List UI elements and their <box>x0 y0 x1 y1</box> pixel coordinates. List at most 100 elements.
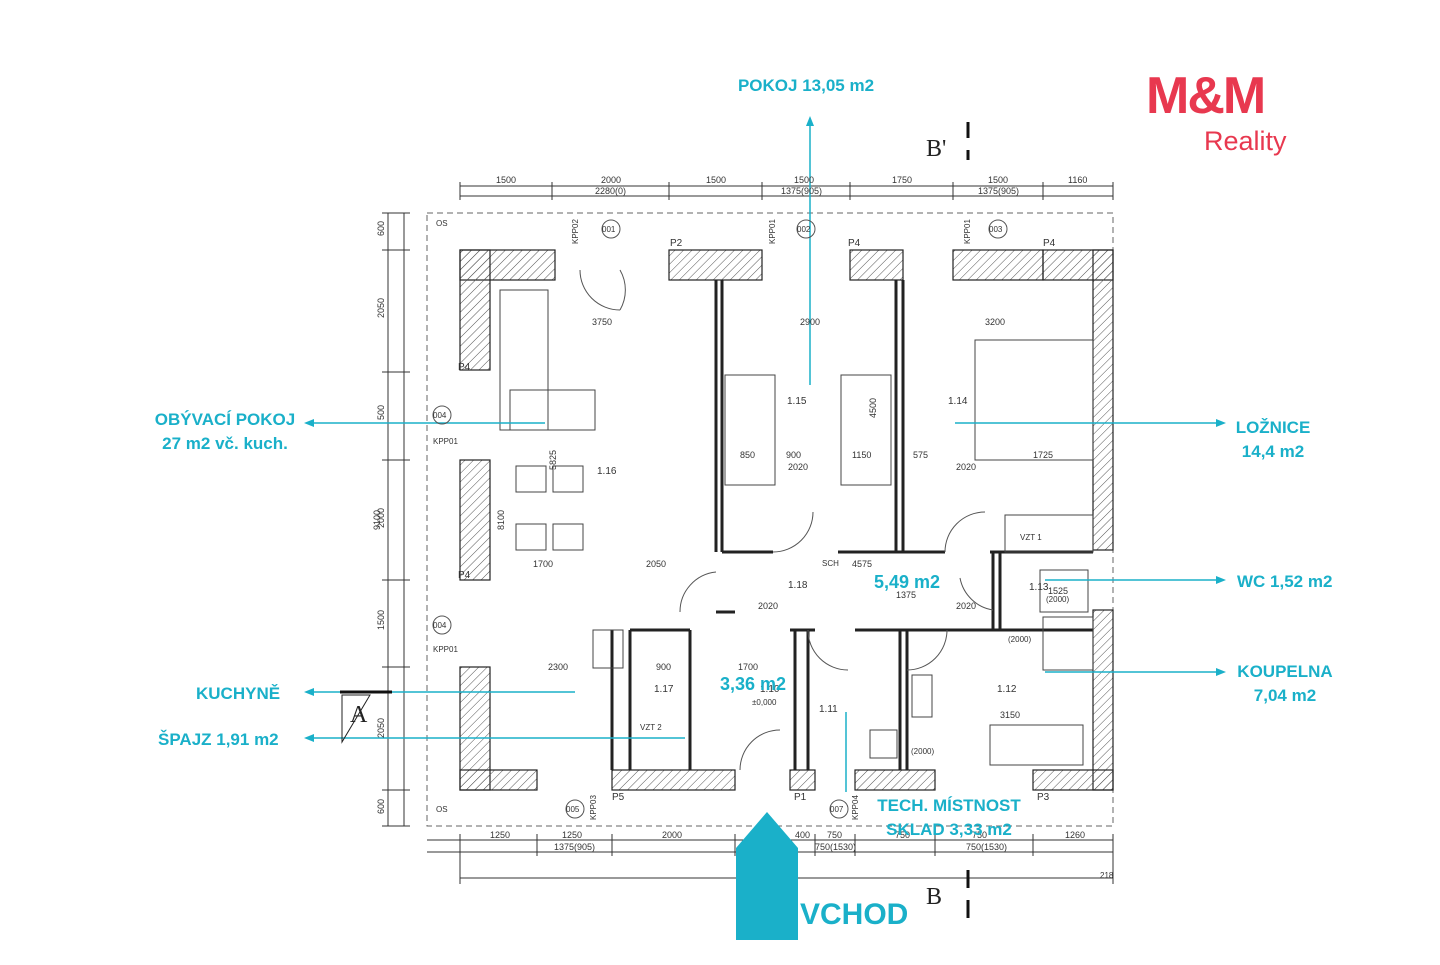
pillar-label: P5 <box>612 792 625 803</box>
interior-dimension: 2900 <box>800 317 820 327</box>
label-obyvaci-pokoj: OBÝVACÍ POKOJ 27 m2 vč. kuch. <box>140 408 310 456</box>
plan-tag: (2000) <box>1046 595 1069 604</box>
room-number: 1.10 <box>760 684 780 695</box>
plot-outline <box>426 212 1114 827</box>
plan-tag: VZT 1 <box>1020 533 1042 542</box>
bottom-dimension: 750 <box>827 830 842 840</box>
label-pokoj: POKOJ 13,05 m2 <box>737 76 875 95</box>
top-dimension: 1750 <box>892 175 912 185</box>
window-tag: 007 <box>830 805 844 814</box>
left-dimension-lines <box>382 212 410 827</box>
top-dimension: 2000 <box>601 175 621 185</box>
label-koupelna-line2: 7,04 m2 <box>1253 686 1317 705</box>
plan-tag: 218 <box>1100 871 1114 880</box>
pillar-label: P4 <box>458 570 471 581</box>
label-loznice: LOŽNICE 14,4 m2 <box>1218 416 1328 464</box>
top-dimension: 1160 <box>1068 175 1087 185</box>
entrance-arrow <box>736 812 798 940</box>
label-spajz: ŠPAJZ 1,91 m2 <box>158 730 279 749</box>
bottom-dimension: 1250 <box>562 830 582 840</box>
left-overall-dimension: 9100 <box>372 510 382 530</box>
section-mark-b-bottom: B <box>926 884 943 910</box>
interior-dimension: 1700 <box>533 559 553 569</box>
door-swings <box>579 269 994 771</box>
label-hall-area: 5,49 m2 <box>874 572 941 592</box>
interior-dimension: 575 <box>913 450 928 460</box>
interior-dimension: 1150 <box>852 450 871 460</box>
interior-dimension: 2020 <box>758 601 778 611</box>
pillar-label: P4 <box>1043 238 1056 249</box>
room-number: 1.18 <box>788 580 808 591</box>
interior-dimension: 1375 <box>896 590 916 600</box>
window-tag: 002 <box>797 225 811 234</box>
label-obyvaci-line2: 27 m2 vč. kuch. <box>162 434 288 453</box>
bottom-dimension: 750 <box>895 830 910 840</box>
plan-tag: ±0,000 <box>752 698 777 707</box>
interior-dimension: 3150 <box>1000 710 1020 720</box>
bottom-dimension-secondary: 1375(905) <box>554 842 595 852</box>
window-tag-circle <box>432 405 452 425</box>
plan-tag: KPP01 <box>433 437 458 446</box>
top-dimension-secondary: 2280(0) <box>595 186 626 196</box>
left-dimension: 2000 <box>376 508 386 528</box>
pillar-label: P3 <box>1037 792 1050 803</box>
bottom-dimension: 400 <box>795 830 810 840</box>
left-dimension: 1500 <box>376 610 386 630</box>
top-dimension: 1500 <box>988 175 1008 185</box>
room-number: 1.15 <box>787 396 807 407</box>
interior-dimension: 4575 <box>852 559 872 569</box>
section-a-marker <box>341 694 371 744</box>
left-dimension: 2050 <box>376 298 386 318</box>
room-number: 1.14 <box>948 396 968 407</box>
top-dimension: 1500 <box>706 175 726 185</box>
room-number: 1.16 <box>597 466 617 477</box>
bottom-dimension: 1260 <box>1065 830 1085 840</box>
interior-dimension: 2050 <box>646 559 666 569</box>
window-tag-circle <box>565 799 585 819</box>
plan-tag: (2000) <box>911 747 934 756</box>
window-tag: 004 <box>433 621 447 630</box>
label-wc: WC 1,52 m2 <box>1237 572 1333 591</box>
left-dimension: 2050 <box>376 718 386 738</box>
label-vchod: VCHOD <box>800 898 909 931</box>
interior-walls <box>610 280 1093 770</box>
interior-dimension: 2020 <box>788 462 808 472</box>
window-tag: 003 <box>989 225 1003 234</box>
window-tag-circle <box>988 219 1008 239</box>
label-tech-line1: TECH. MÍSTNOST <box>877 796 1021 815</box>
label-kuchyne: KUCHYNĚ <box>196 684 281 703</box>
window-tag: 005 <box>566 805 580 814</box>
section-mark-b-top: B' <box>926 136 947 162</box>
label-koupelna-line1: KOUPELNA <box>1237 662 1333 681</box>
plan-tag: OS <box>436 805 448 814</box>
top-dimension: 1500 <box>496 175 516 185</box>
bottom-dimension-secondary: 750(1530) <box>815 842 856 852</box>
room-number: 1.13 <box>1029 582 1049 593</box>
top-dimension-secondary: 1375(905) <box>978 186 1019 196</box>
interior-dimension: 1725 <box>1033 450 1053 460</box>
interior-dimension: 5825 <box>548 450 558 470</box>
window-tag: 004 <box>433 411 447 420</box>
pillar-label: P4 <box>848 238 861 249</box>
interior-dimension: 900 <box>656 662 671 672</box>
label-obyvaci-line1: OBÝVACÍ POKOJ <box>154 410 296 429</box>
interior-dimension: 2300 <box>548 662 568 672</box>
label-loznice-line2: 14,4 m2 <box>1241 442 1305 461</box>
window-tag-circle <box>432 615 452 635</box>
top-dimension-secondary: 1375(905) <box>781 186 822 196</box>
bottom-dimension: 1250 <box>490 830 510 840</box>
brand-logo-sub: Reality <box>1204 126 1287 156</box>
pillar-label: P2 <box>670 238 683 249</box>
bottom-dimension: 2000 <box>662 830 682 840</box>
window-tag: 001 <box>602 225 616 234</box>
interior-dimension: 3750 <box>592 317 612 327</box>
top-dimension-lines <box>459 182 1114 200</box>
plan-tag: OS <box>436 219 448 228</box>
interior-dimension: 8100 <box>496 510 506 530</box>
room-number: 1.17 <box>654 684 674 695</box>
window-tag-circle <box>796 219 816 239</box>
interior-dimension: 2020 <box>956 601 976 611</box>
